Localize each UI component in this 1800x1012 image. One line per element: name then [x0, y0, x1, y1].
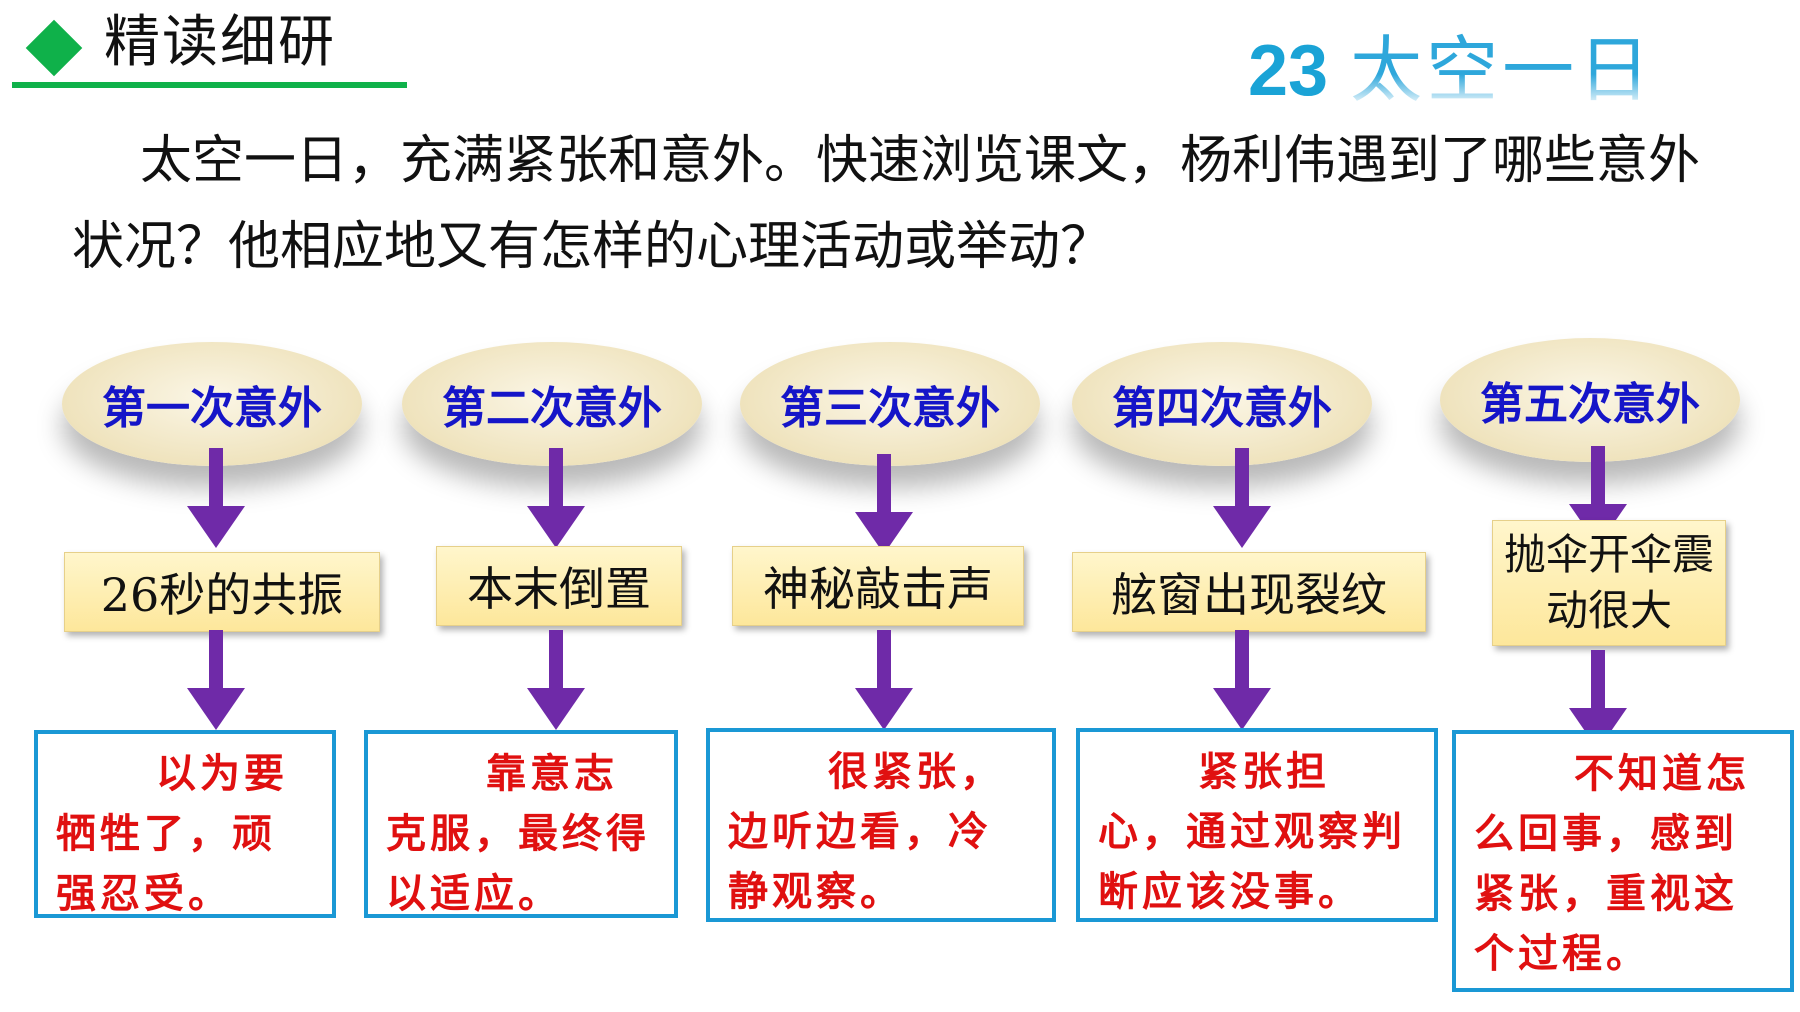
- down-arrow-icon: [187, 630, 245, 730]
- lesson-number: 23: [1248, 31, 1329, 111]
- oval-label: 第五次意外: [1480, 379, 1700, 430]
- diamond-icon: [25, 19, 83, 77]
- oval-accident-4: 第四次意外: [1072, 342, 1372, 466]
- section-title: 精读细研: [104, 10, 336, 75]
- response-text: 以为要牺牲了，顽强忍受。: [56, 750, 288, 917]
- oval-label: 第二次意外: [442, 383, 662, 434]
- intro-question: 太空一日，充满紧张和意外。快速浏览课文，杨利伟遇到了哪些意外状况？他相应地又有怎…: [72, 131, 1701, 277]
- oval-label: 第三次意外: [780, 383, 1000, 434]
- down-arrow-icon: [187, 448, 245, 548]
- lesson-title: 23 太空一日: [1248, 28, 1655, 112]
- down-arrow-icon: [527, 630, 585, 730]
- oval-label: 第一次意外: [102, 383, 322, 434]
- event-box-2: 本末倒置: [436, 546, 682, 626]
- response-text: 不知道怎么回事，感到紧张，重视这个过程。: [1474, 750, 1750, 977]
- oval-label: 第四次意外: [1112, 383, 1332, 434]
- flow-diagram: 第一次意外 26秒的共振 以为要牺牲了，顽强忍受。 第二次意外 本末倒置 靠意志…: [0, 330, 1800, 1012]
- oval-accident-1: 第一次意外: [62, 342, 362, 466]
- down-arrow-icon: [1569, 650, 1627, 750]
- response-box-5: 不知道怎么回事，感到紧张，重视这个过程。: [1452, 730, 1794, 992]
- down-arrow-icon: [527, 448, 585, 548]
- response-box-2: 靠意志克服，最终得以适应。: [364, 730, 678, 918]
- event-box-4: 舷窗出现裂纹: [1072, 552, 1426, 632]
- response-text: 靠意志克服，最终得以适应。: [386, 750, 650, 917]
- oval-accident-2: 第二次意外: [402, 342, 702, 466]
- event-box-5: 抛伞开伞震动很大: [1492, 520, 1726, 646]
- oval-accident-5: 第五次意外: [1440, 338, 1740, 462]
- response-text: 很紧张，边听边看，冷静观察。: [728, 748, 1004, 915]
- response-text: 紧张担心，通过观察判断应该没事。: [1098, 748, 1406, 915]
- lesson-name: 太空一日: [1350, 28, 1655, 112]
- down-arrow-icon: [855, 630, 913, 730]
- section-underline: [12, 82, 407, 88]
- response-box-4: 紧张担心，通过观察判断应该没事。: [1076, 728, 1438, 922]
- down-arrow-icon: [1213, 630, 1271, 730]
- response-box-3: 很紧张，边听边看，冷静观察。: [706, 728, 1056, 922]
- event-box-3: 神秘敲击声: [732, 546, 1024, 626]
- response-box-1: 以为要牺牲了，顽强忍受。: [34, 730, 336, 918]
- section-header: 精读细研: [12, 0, 407, 92]
- oval-accident-3: 第三次意外: [740, 342, 1040, 466]
- event-box-1: 26秒的共振: [64, 552, 380, 632]
- down-arrow-icon: [1213, 448, 1271, 548]
- down-arrow-icon: [855, 454, 913, 554]
